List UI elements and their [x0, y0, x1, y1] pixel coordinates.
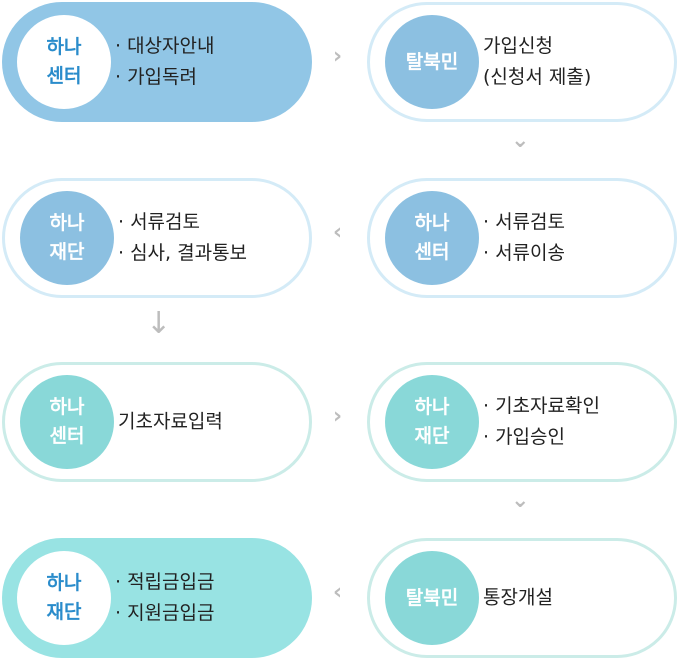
- step-line: · 대상자안내: [115, 35, 215, 57]
- step-description: · 대상자안내 · 가입독려: [115, 31, 214, 93]
- step-description: · 서류검토 · 서류이송: [483, 207, 565, 269]
- actor-label: 탈북민: [405, 586, 459, 609]
- actor-label: 재단: [49, 241, 85, 263]
- step-line: · 지원금입금: [115, 602, 215, 624]
- actor-label: 센터: [46, 65, 82, 87]
- step-description: · 적립금입금 · 지원금입금: [115, 567, 214, 629]
- step-line: · 서류이송: [483, 242, 565, 264]
- actor-label: 하나: [414, 212, 450, 234]
- step-description: 기초자료입력: [118, 407, 223, 438]
- step-line: 가입신청: [483, 35, 553, 57]
- actor-label: 센터: [49, 425, 85, 447]
- actor-badge: 탈북민: [385, 15, 479, 109]
- actor-label: 센터: [414, 241, 450, 263]
- step-box: 탈북민 가입신청 (신청서 제출): [367, 2, 677, 122]
- step-line: (신청서 제출): [483, 66, 592, 88]
- step-line: · 가입승인: [483, 426, 565, 448]
- step-line: · 기초자료확인: [483, 395, 600, 417]
- step-box: 탈북민 통장개설: [367, 538, 677, 658]
- step-line: · 적립금입금: [115, 571, 215, 593]
- actor-label: 하나: [46, 36, 82, 58]
- arrow-down-icon: ↓: [146, 306, 172, 341]
- arrow-left-icon: ‹: [333, 220, 343, 245]
- step-line: 통장개설: [483, 586, 553, 609]
- step-line: · 서류검토: [118, 211, 200, 233]
- step-description: 통장개설: [483, 583, 553, 614]
- actor-label: 하나: [414, 396, 450, 418]
- actor-label: 하나: [46, 572, 82, 594]
- step-description: · 기초자료확인 · 가입승인: [483, 391, 600, 453]
- actor-label: 탈북민: [405, 50, 459, 73]
- step-line: · 가입독려: [115, 66, 197, 88]
- actor-label: 하나: [49, 212, 85, 234]
- arrow-right-icon: ›: [333, 404, 343, 429]
- arrow-left-icon: ‹: [333, 580, 343, 605]
- arrow-right-icon: ›: [333, 44, 343, 69]
- actor-badge: 탈북민: [385, 551, 479, 645]
- step-description: · 서류검토 · 심사, 결과통보: [118, 207, 247, 269]
- step-line: 기초자료입력: [118, 410, 223, 433]
- actor-label: 재단: [414, 425, 450, 447]
- actor-label: 재단: [46, 601, 82, 623]
- chevron-down-icon: ⌄: [511, 128, 530, 153]
- step-line: · 서류검토: [483, 211, 565, 233]
- step-description: 가입신청 (신청서 제출): [483, 31, 591, 93]
- chevron-down-icon: ⌄: [511, 488, 530, 513]
- actor-label: 하나: [49, 396, 85, 418]
- step-line: · 심사, 결과통보: [118, 242, 248, 264]
